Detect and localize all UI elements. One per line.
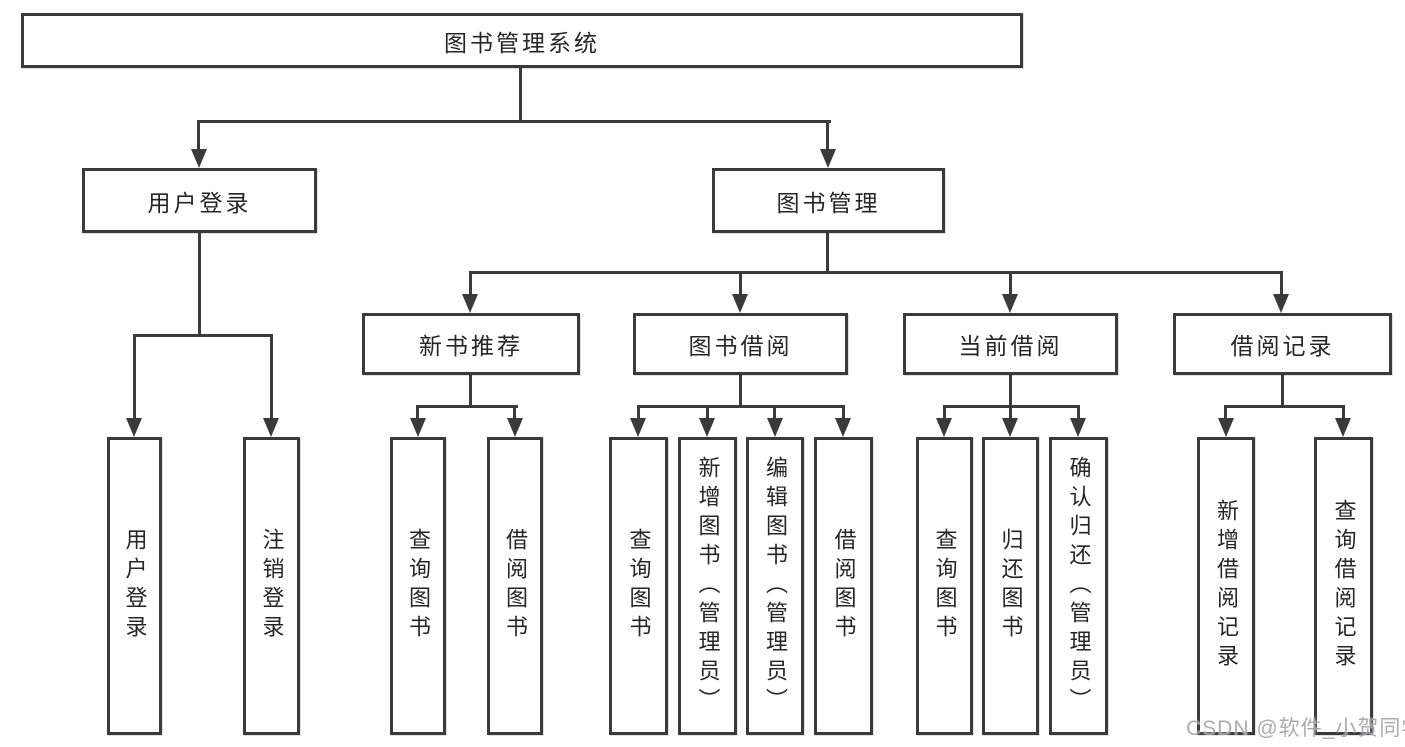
leaf-query-books-current-label: 查询图书 bbox=[932, 528, 958, 644]
arrowhead-new-book-recommend bbox=[462, 294, 478, 313]
connector-drop-new-book-recommend bbox=[469, 271, 472, 297]
connector-book-borrowing-rail bbox=[637, 405, 845, 408]
leaf-query-books-current: 查询图书 bbox=[916, 437, 973, 735]
connector-drop-current-borrowing bbox=[1009, 271, 1012, 297]
connector-drop-book-borrowing bbox=[739, 271, 742, 297]
connector-current-borrowing-stem bbox=[1009, 375, 1012, 408]
leaf-query-borrow-record: 查询借阅记录 bbox=[1314, 437, 1373, 735]
connector-root-rail bbox=[197, 120, 831, 123]
connector-user-login-stem bbox=[198, 233, 201, 337]
node-book-management: 图书管理 bbox=[712, 168, 945, 233]
connector-drop-confirm-return-admin bbox=[1077, 405, 1080, 421]
arrowhead-add-borrow-record bbox=[1218, 418, 1234, 437]
leaf-logout-label: 注销登录 bbox=[259, 528, 285, 644]
arrowhead-query-books-current bbox=[936, 418, 952, 437]
leaf-query-books-borrowing: 查询图书 bbox=[609, 437, 668, 735]
connector-drop-leaf-user-login bbox=[133, 334, 136, 420]
node-book-management-label: 图书管理 bbox=[776, 189, 881, 216]
leaf-user-login-label: 用户登录 bbox=[122, 528, 148, 644]
connector-drop-borrowing-records bbox=[1280, 271, 1283, 297]
connector-book-management-stem bbox=[826, 233, 829, 274]
node-borrowing-records: 借阅记录 bbox=[1173, 313, 1392, 375]
arrowhead-borrow-books-recommend bbox=[507, 418, 523, 437]
arrowhead-book-management bbox=[820, 149, 836, 168]
leaf-return-books: 归还图书 bbox=[982, 437, 1039, 735]
connector-root-stem bbox=[519, 68, 522, 123]
arrowhead-book-borrowing bbox=[732, 294, 748, 313]
connector-borrowing-records-stem bbox=[1281, 375, 1284, 408]
connector-drop-query-books-borrowing bbox=[637, 405, 640, 421]
node-book-borrowing: 图书借阅 bbox=[633, 313, 848, 375]
arrowhead-current-borrowing bbox=[1002, 294, 1018, 313]
leaf-query-books-borrowing-label: 查询图书 bbox=[626, 528, 652, 644]
arrowhead-add-books-admin bbox=[699, 418, 715, 437]
connector-drop-return-books bbox=[1009, 405, 1012, 421]
arrowhead-query-books-borrowing bbox=[630, 418, 646, 437]
node-borrowing-records-label: 借阅记录 bbox=[1230, 333, 1335, 359]
connector-drop-leaf-logout bbox=[270, 334, 273, 420]
connector-new-book-recommend-stem bbox=[469, 375, 472, 408]
arrowhead-confirm-return-admin bbox=[1070, 418, 1086, 437]
connector-drop-edit-books-admin bbox=[773, 405, 776, 421]
watermark: CSDN @软件_小贺同学 bbox=[1186, 717, 1405, 740]
connector-drop-user-login bbox=[197, 120, 200, 151]
connector-drop-query-books-current bbox=[943, 405, 946, 421]
node-new-book-recommend: 新书推荐 bbox=[362, 313, 580, 375]
node-current-borrowing-label: 当前借阅 bbox=[958, 333, 1063, 359]
arrowhead-user-login bbox=[191, 149, 207, 168]
leaf-return-books-label: 归还图书 bbox=[998, 528, 1024, 644]
leaf-borrow-books-borrowing-label: 借阅图书 bbox=[831, 528, 857, 644]
connector-drop-query-books-recommend bbox=[416, 405, 419, 421]
arrowhead-leaf-user-login bbox=[126, 418, 142, 437]
connector-borrowing-records-rail bbox=[1224, 405, 1345, 408]
leaf-add-books-admin-label: 新增图书（管理员） bbox=[695, 455, 721, 717]
connector-drop-add-books-admin bbox=[706, 405, 709, 421]
arrowhead-borrow-books-borrowing bbox=[835, 418, 851, 437]
leaf-edit-books-admin-label: 编辑图书（管理员） bbox=[763, 455, 788, 717]
leaf-query-books-recommend: 查询图书 bbox=[390, 437, 446, 735]
leaf-user-login: 用户登录 bbox=[107, 437, 162, 735]
leaf-borrow-books-recommend-label: 借阅图书 bbox=[503, 528, 528, 644]
connector-drop-borrow-books-borrowing bbox=[842, 405, 845, 421]
connector-user-login-rail bbox=[133, 334, 273, 337]
leaf-logout: 注销登录 bbox=[243, 437, 300, 735]
node-new-book-recommend-label: 新书推荐 bbox=[419, 333, 523, 359]
connector-drop-borrow-books-recommend bbox=[513, 405, 516, 421]
connector-drop-query-borrow-record bbox=[1342, 405, 1345, 421]
arrowhead-edit-books-admin bbox=[767, 418, 783, 437]
arrowhead-return-books bbox=[1002, 418, 1018, 437]
connector-drop-add-borrow-record bbox=[1224, 405, 1227, 421]
leaf-add-borrow-record-label: 新增借阅记录 bbox=[1214, 499, 1239, 673]
leaf-confirm-return-admin: 确认归还（管理员） bbox=[1049, 437, 1108, 735]
leaf-query-borrow-record-label: 查询借阅记录 bbox=[1331, 499, 1357, 673]
connector-drop-book-management bbox=[826, 120, 829, 151]
leaf-add-books-admin: 新增图书（管理员） bbox=[678, 437, 737, 735]
node-book-borrowing-label: 图书借阅 bbox=[688, 333, 793, 359]
node-user-login-label: 用户登录 bbox=[147, 189, 252, 216]
connector-book-borrowing-stem bbox=[739, 375, 742, 408]
arrowhead-leaf-logout bbox=[263, 418, 279, 437]
leaf-borrow-books-recommend: 借阅图书 bbox=[487, 437, 543, 735]
leaf-query-books-recommend-label: 查询图书 bbox=[406, 528, 431, 644]
node-user-login: 用户登录 bbox=[82, 168, 317, 233]
arrowhead-query-borrow-record bbox=[1335, 418, 1351, 437]
node-root-label: 图书管理系统 bbox=[444, 29, 600, 56]
leaf-add-borrow-record: 新增借阅记录 bbox=[1197, 437, 1255, 735]
arrowhead-borrowing-records bbox=[1273, 294, 1289, 313]
node-current-borrowing: 当前借阅 bbox=[903, 313, 1118, 375]
leaf-borrow-books-borrowing: 借阅图书 bbox=[814, 437, 873, 735]
node-root-library-system: 图书管理系统 bbox=[21, 13, 1023, 68]
arrowhead-query-books-recommend bbox=[410, 418, 426, 437]
connector-book-management-rail bbox=[469, 271, 1283, 274]
leaf-edit-books-admin: 编辑图书（管理员） bbox=[746, 437, 804, 735]
connector-new-book-recommend-rail bbox=[416, 405, 518, 408]
leaf-confirm-return-admin-label: 确认归还（管理员） bbox=[1066, 455, 1092, 717]
